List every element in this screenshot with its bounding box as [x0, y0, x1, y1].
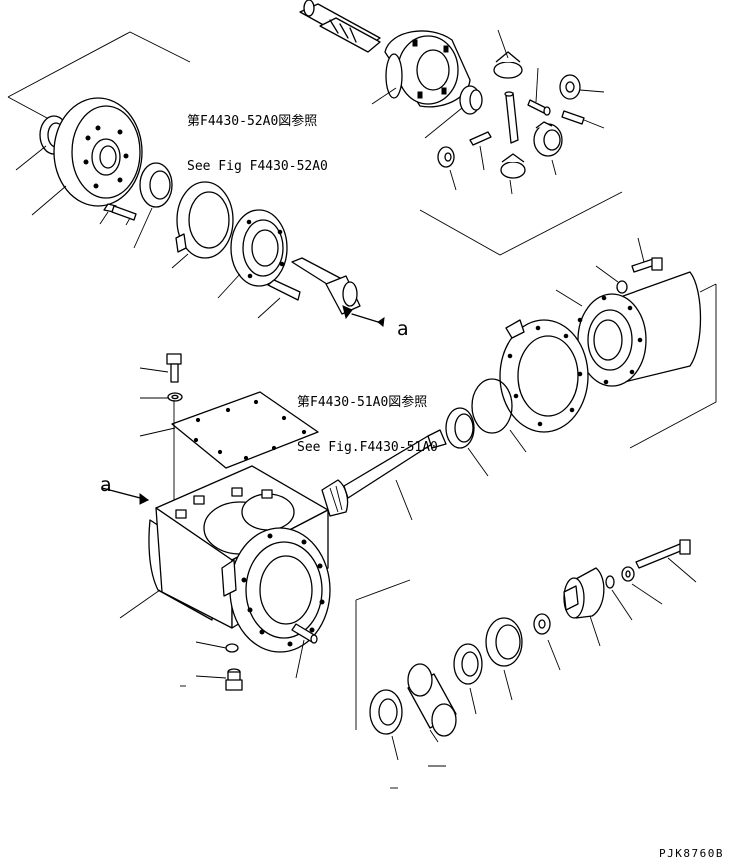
o-ring [471, 378, 527, 453]
drawing-code: PJK8760B [659, 847, 724, 860]
bearing-cone [369, 689, 403, 761]
right-group-frame [629, 284, 717, 449]
marker-a-left: a [100, 474, 112, 496]
right-frame-tick [699, 283, 717, 293]
dowel-pin [291, 623, 318, 679]
plug-washer [195, 641, 239, 653]
washer [140, 392, 183, 402]
reference-note-mid: 第F4430-51A0図参照 See Fig.F4430-51A0 [297, 365, 438, 470]
inspection-cover [139, 391, 319, 469]
output-shaft [291, 257, 385, 327]
taper-bearing [133, 162, 173, 249]
reference-top-jp: 第F4430-52A0図参照 [187, 114, 318, 129]
plug [195, 668, 243, 691]
reference-mid-en: See Fig.F4430-51A0 [297, 440, 438, 455]
bevel-gear [31, 97, 143, 216]
bearing-cage [171, 181, 234, 269]
output-housing [555, 271, 702, 387]
differential-gears [424, 29, 605, 195]
small-o-ring [605, 575, 633, 621]
pinion-shaft [321, 429, 447, 521]
gasket-flange [499, 319, 589, 433]
lock-nut [533, 613, 561, 671]
arrow-a-left-head [139, 493, 149, 505]
reference-mid-jp: 第F4430-51A0図参照 [297, 395, 428, 410]
differential-case [371, 30, 471, 108]
lower-frame-top [355, 579, 411, 601]
differential-shaft [299, 0, 381, 53]
taper-bearing-lower [453, 643, 483, 715]
roller-bearing [445, 407, 489, 477]
reference-top-en: See Fig F4430-52A0 [187, 159, 328, 174]
long-bolt [635, 539, 697, 583]
retainer-housing [217, 209, 301, 319]
coupling-flange [563, 567, 605, 647]
marker-a-right: a [397, 318, 409, 340]
drain-bolt [139, 353, 182, 383]
housing-bolt [595, 237, 663, 294]
transfer-housing [119, 465, 331, 653]
bolt [99, 203, 137, 226]
flat-washer [621, 566, 663, 605]
oil-seal [485, 617, 523, 701]
spacer-collar [407, 663, 457, 743]
reference-note-top: 第F4430-52A0図参照 See Fig F4430-52A0 [187, 84, 328, 189]
